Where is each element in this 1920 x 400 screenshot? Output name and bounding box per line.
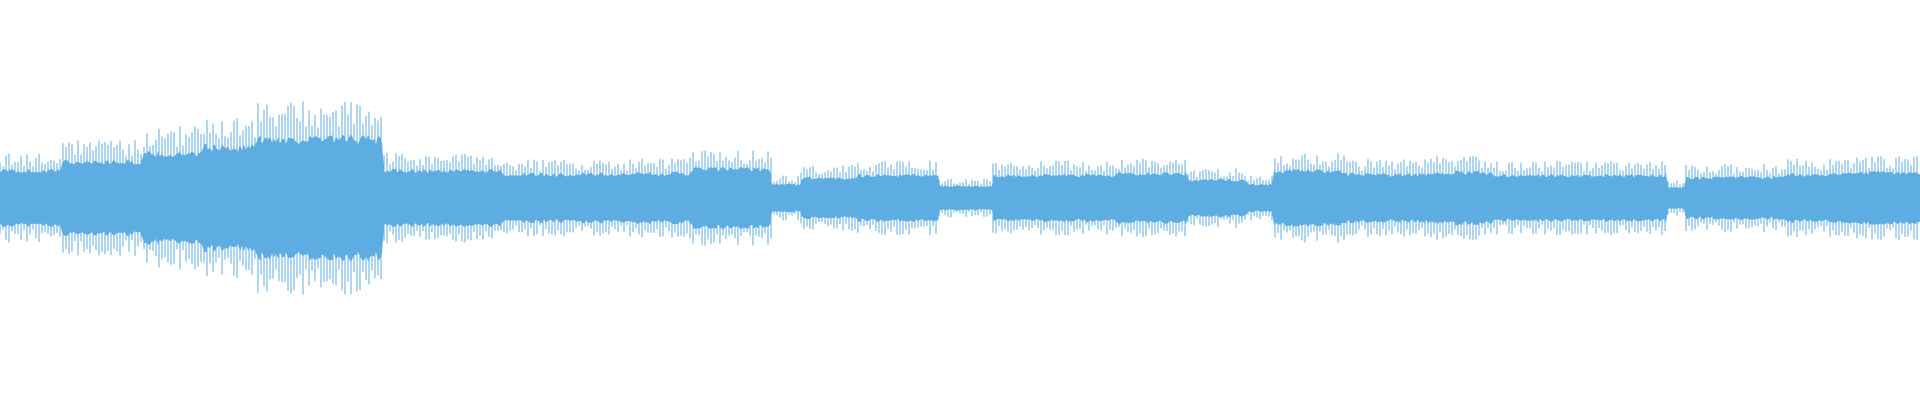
waveform-transients — [0, 101, 1918, 295]
